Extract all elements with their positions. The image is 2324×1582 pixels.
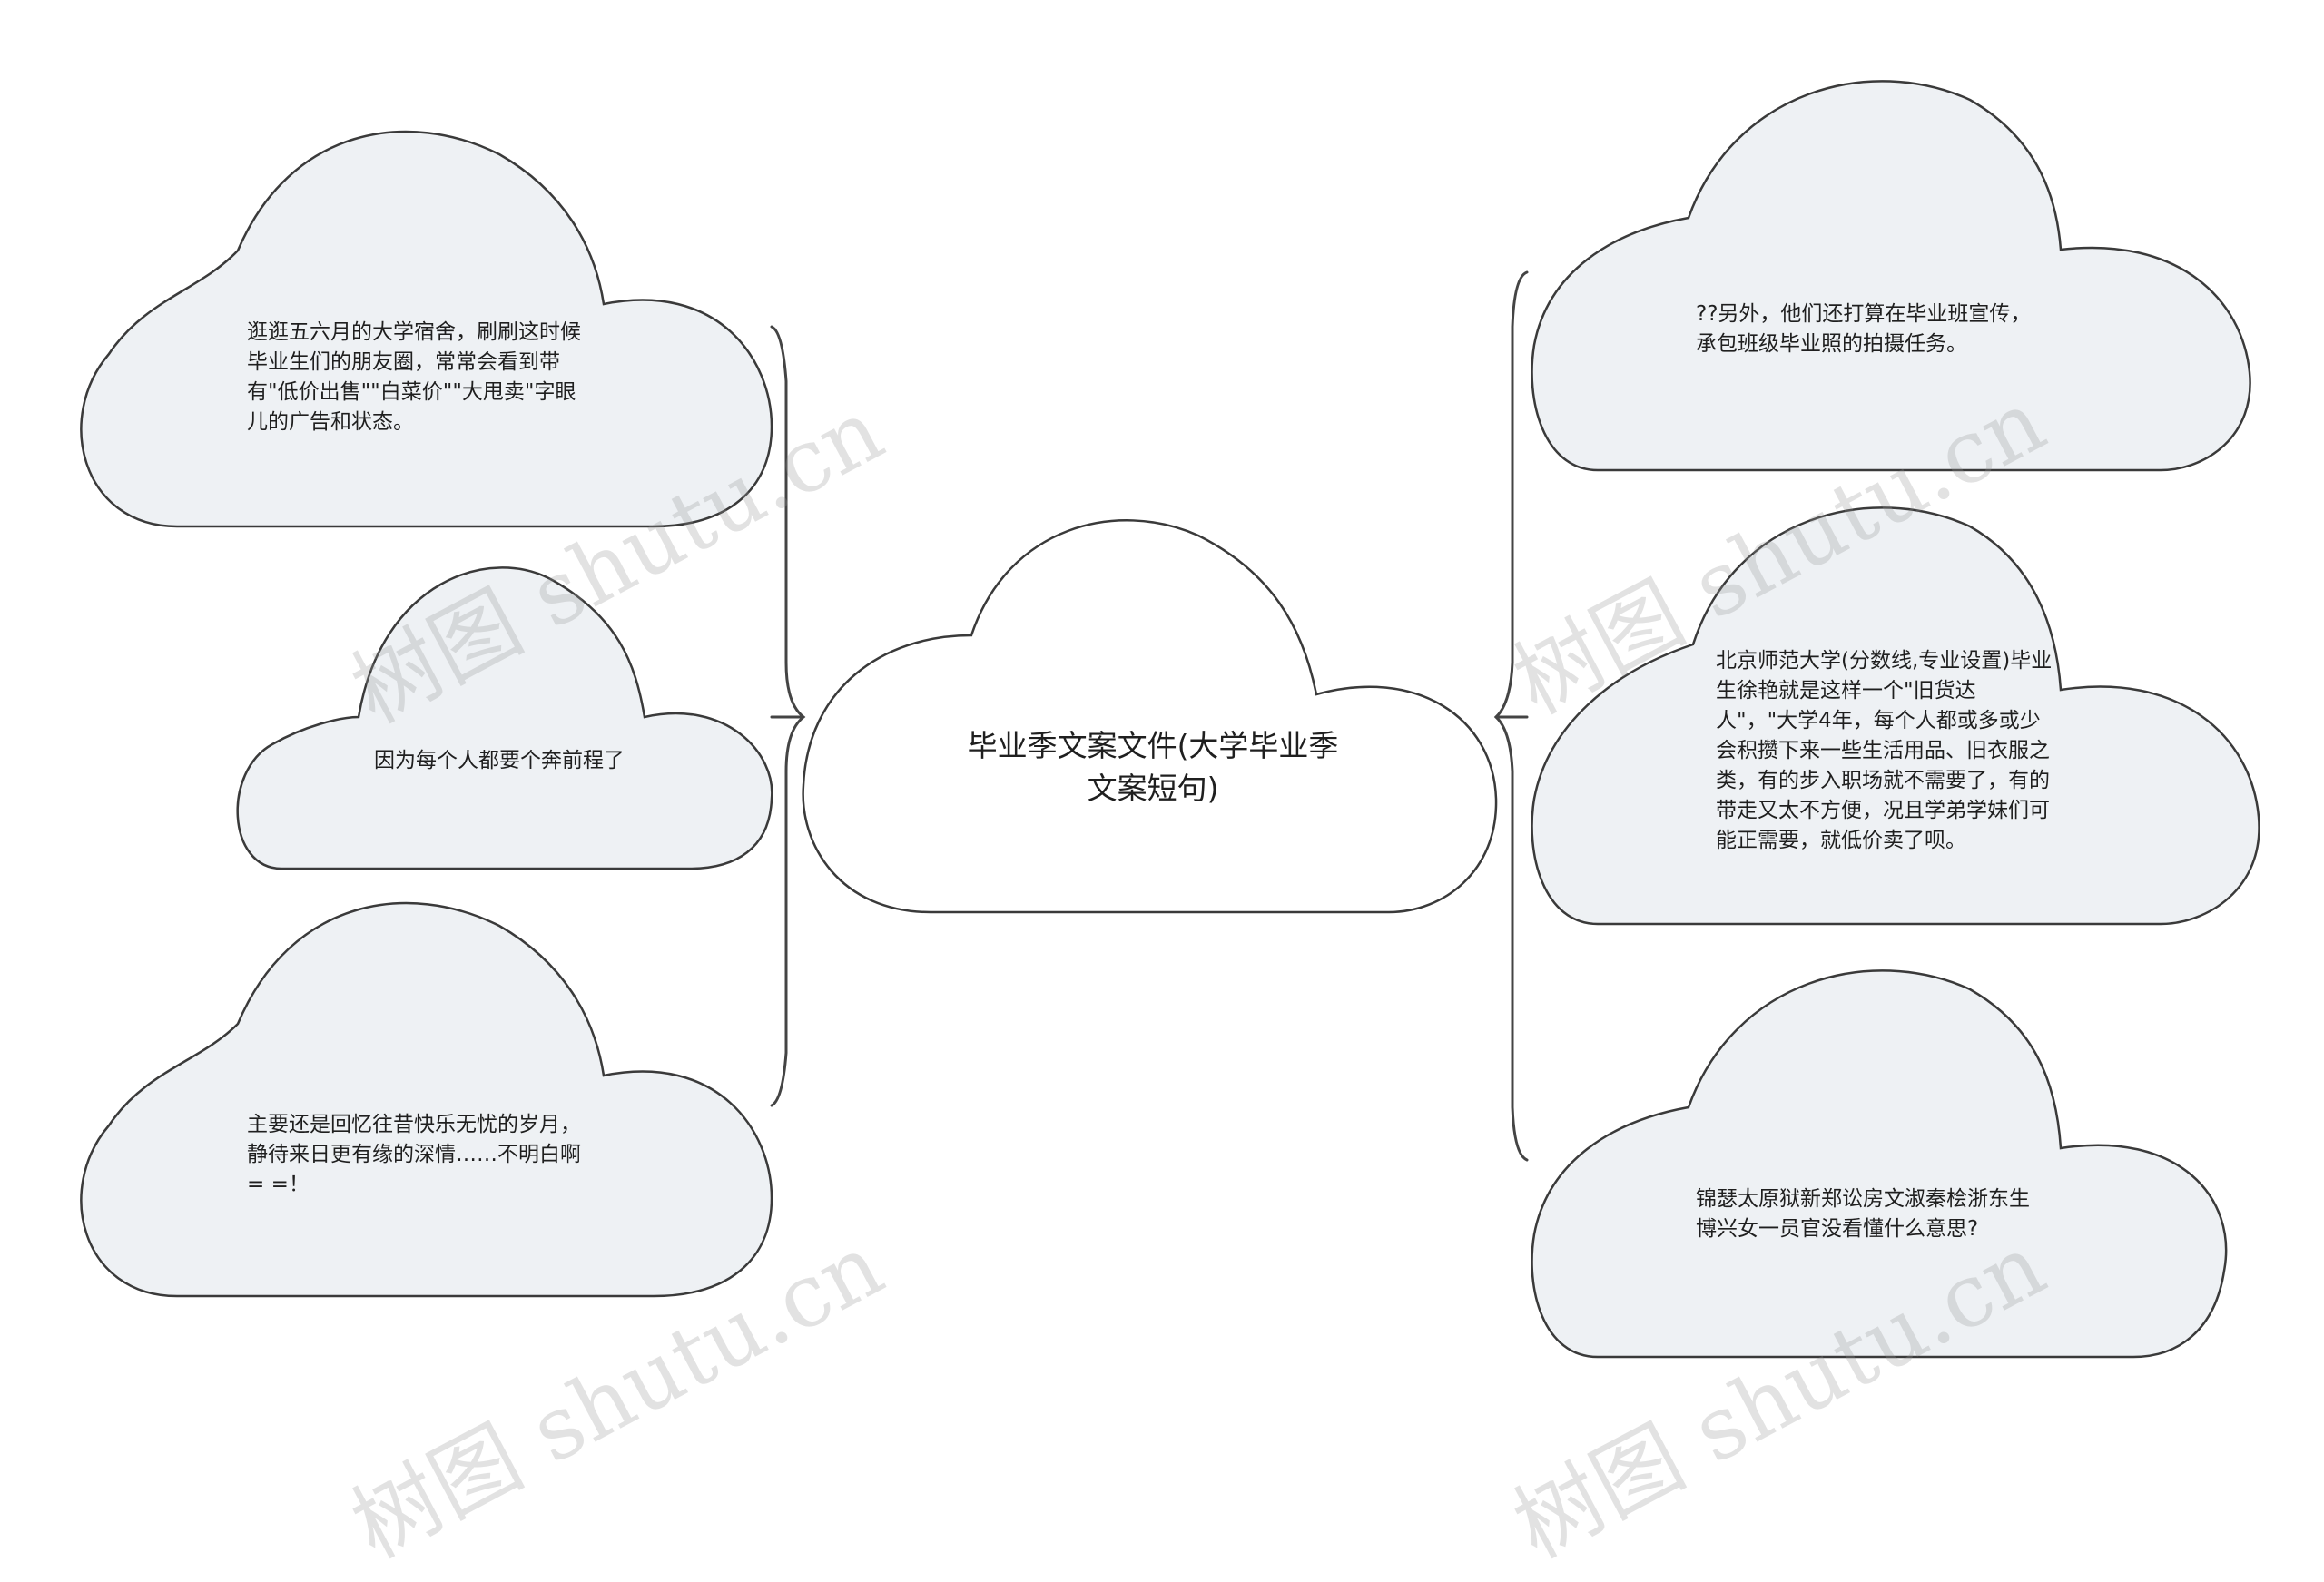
right-node-3-text: 锦瑟太原狱新郑讼房文淑秦桧浙东生博兴女一员官没看懂什么意思? bbox=[1696, 1187, 2030, 1241]
cloud-left-2[interactable] bbox=[236, 566, 773, 870]
left-node-3-text: 主要还是回忆往昔快乐无忧的岁月，静待来日更有缘的深情……不明白啊 = =！ bbox=[247, 1113, 581, 1196]
right-node-2-text: 北京师范大学(分数线,专业设置)毕业生徐艳就是这样一个"旧货达人"，"大学4年，… bbox=[1716, 649, 2053, 852]
cloud-right-2[interactable] bbox=[1531, 506, 2260, 926]
cloud-right-3[interactable] bbox=[1531, 969, 2228, 1359]
left-node-1-text: 逛逛五六月的大学宿舍，刷刷这时候毕业生们的朋友圈，常常会看到带有"低价出售""白… bbox=[247, 320, 581, 434]
right-node-1-text: ??另外，他们还打算在毕业班宣传，承包班级毕业照的拍摄任务。 bbox=[1696, 302, 2032, 356]
cloud-right-1[interactable] bbox=[1531, 80, 2251, 472]
cloud-left-3[interactable] bbox=[80, 901, 773, 1298]
cloud-center[interactable] bbox=[802, 519, 1498, 914]
mindmap-canvas bbox=[80, 80, 2260, 1359]
connectors bbox=[770, 270, 1529, 1162]
cloud-left-1[interactable] bbox=[80, 130, 773, 528]
center-topic-title: 毕业季文案文件(大学毕业季文案短句) bbox=[967, 728, 1339, 806]
left-node-2-text: 因为每个人都要个奔前程了 bbox=[374, 749, 625, 772]
